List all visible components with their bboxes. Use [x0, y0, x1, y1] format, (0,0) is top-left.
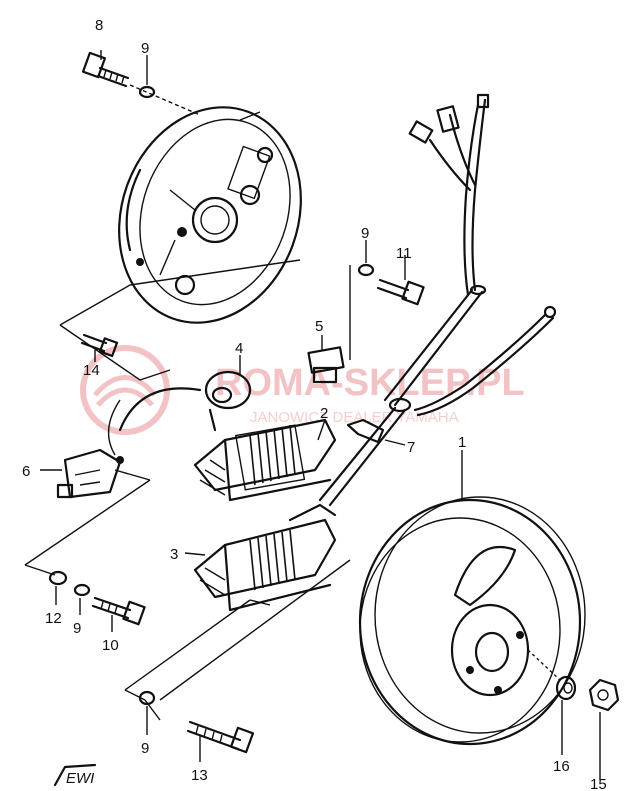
label-11: 11: [396, 245, 412, 262]
part-9-washer-mid: [357, 240, 375, 277]
label-4: 4: [235, 340, 243, 357]
part-4-pickup: [118, 355, 252, 432]
part-13-bolt: [186, 720, 255, 762]
part-16-washer: [555, 675, 577, 755]
watermark: ROMA-SKLEP.PL JANOWICZ DEALER YAMAHA: [80, 345, 525, 435]
part-number-labels: 8 9 9 11 5 4 14 2 1 7 6 3 12 9 10 9 13 1…: [22, 17, 607, 791]
label-14: 14: [83, 362, 100, 379]
watermark-main: ROMA-SKLEP.PL: [215, 362, 525, 404]
label-5: 5: [315, 318, 323, 335]
part-6-bracket: [40, 399, 124, 499]
part-9-washer-top: [138, 55, 156, 99]
label-9-lower: 9: [73, 620, 81, 637]
label-9-bottom: 9: [141, 740, 149, 757]
watermark-sub: JANOWICZ DEALER YAMAHA: [250, 409, 459, 426]
label-3: 3: [170, 546, 178, 563]
part-7-clamp: [346, 418, 406, 446]
corner-mark-text: EWI: [66, 770, 94, 787]
part-5-connector: [307, 335, 345, 384]
label-12: 12: [45, 610, 62, 627]
stator-base-plate: [118, 106, 302, 324]
part-3-coil-lower: [184, 503, 337, 612]
part-11-screw: [376, 255, 425, 306]
label-8: 8: [95, 17, 103, 34]
label-7: 7: [407, 439, 415, 456]
label-1: 1: [458, 434, 466, 451]
part-9-washer-lower: [73, 583, 91, 615]
label-6: 6: [22, 463, 30, 480]
part-1-flywheel: [358, 450, 586, 746]
part-9-washer-bottom: [138, 690, 156, 735]
label-9-top: 9: [141, 40, 149, 57]
part-10-bolt: [91, 596, 146, 632]
label-13: 13: [191, 767, 208, 784]
label-10: 10: [102, 637, 119, 654]
label-9-mid: 9: [361, 225, 369, 242]
corner-mark: EWI: [53, 763, 97, 787]
label-16: 16: [553, 758, 570, 775]
wiring-harness: [318, 93, 557, 507]
part-2-coil-upper: [193, 418, 337, 502]
part-8-bolt: [81, 50, 130, 88]
part-15-nut: [588, 678, 620, 780]
label-2: 2: [320, 405, 328, 422]
label-15: 15: [590, 776, 607, 791]
part-12-washer: [48, 570, 68, 605]
